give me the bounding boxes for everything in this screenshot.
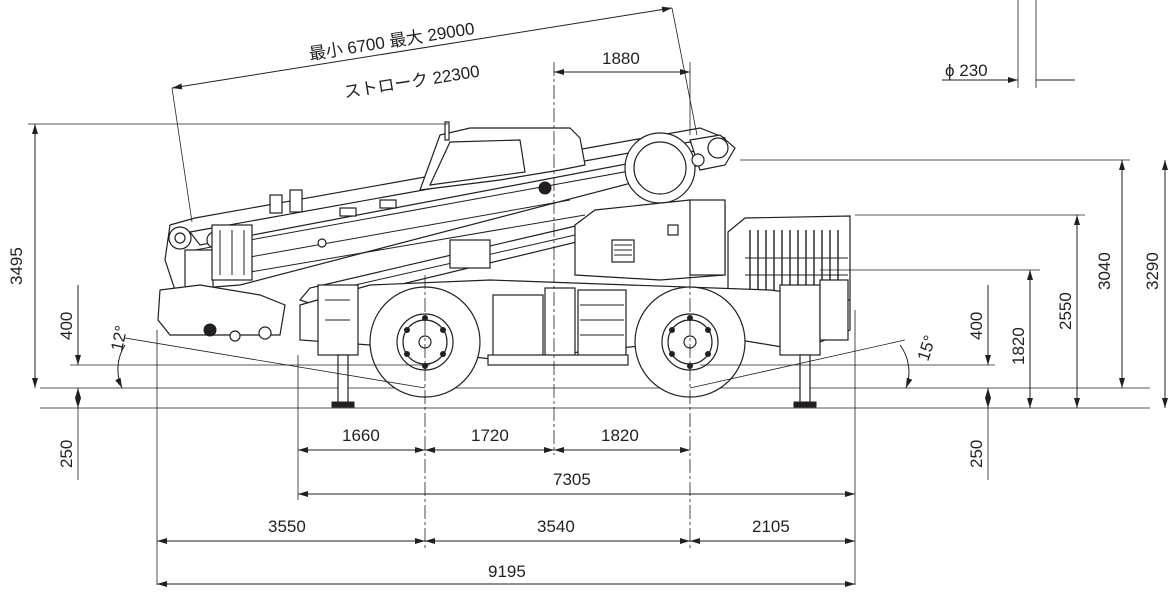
front-outrigger <box>317 284 359 408</box>
wheelbase-label: 3540 <box>537 517 575 536</box>
rear-wheel <box>634 286 746 398</box>
boom-length-dim-line <box>171 6 673 90</box>
overall-length-label: 9195 <box>488 562 526 581</box>
crane-illustration <box>40 62 1150 548</box>
fuel-tank <box>492 294 544 358</box>
front-angle-label: 12° <box>107 324 131 353</box>
front-clearance-label: 400 <box>57 312 76 340</box>
cab <box>419 121 586 191</box>
rear-outrigger-label: 250 <box>967 440 986 468</box>
superstructure <box>574 199 726 281</box>
outrigger-span-label: 7305 <box>553 470 591 489</box>
cab-height-label: 3040 <box>1095 252 1114 290</box>
rear-overhang-label: 2105 <box>752 517 790 536</box>
counterweight-height-label: 2550 <box>1056 292 1075 330</box>
hook-block <box>157 284 286 342</box>
rear-mid-span-label: 1820 <box>601 426 639 445</box>
engine-height-label: 1820 <box>1009 327 1028 365</box>
sheave-height-label: 3290 <box>1143 252 1162 290</box>
front-mid-span-label: 1720 <box>471 426 509 445</box>
rear-angle-label: 15° <box>914 333 940 363</box>
front-wheel <box>369 286 481 398</box>
front-outrigger-span-label: 1660 <box>342 426 380 445</box>
boom-length-label: 最小 6700 最大 29000 <box>308 19 476 64</box>
rear-clearance-label: 400 <box>967 312 986 340</box>
rear-outrigger <box>779 279 849 408</box>
sheave-offset-label: 1880 <box>602 49 640 68</box>
front-overhang-label: 3550 <box>268 517 306 536</box>
rope-diameter-label: ϕ 230 <box>945 61 988 80</box>
stroke-label: ストローク 22300 <box>343 62 481 102</box>
front-outrigger-label: 250 <box>57 440 76 468</box>
boom-top-height-label: 3495 <box>7 247 26 285</box>
